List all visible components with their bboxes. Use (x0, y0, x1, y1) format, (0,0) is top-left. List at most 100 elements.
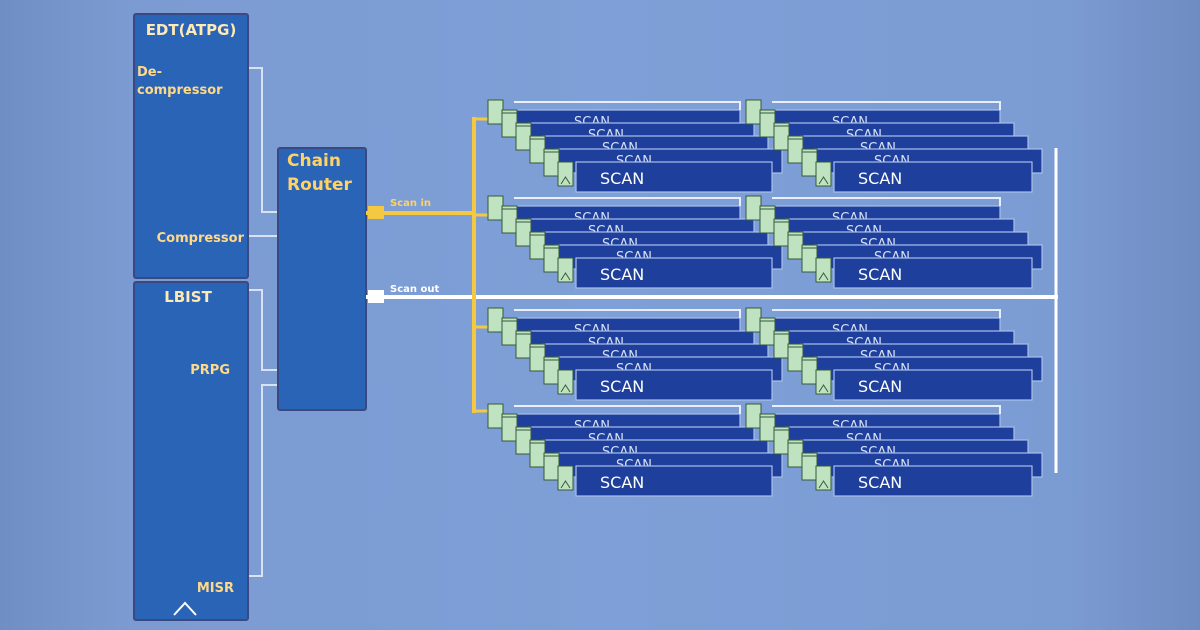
flip-flop-cell (487, 99, 504, 125)
clock-triangle-icon (560, 272, 571, 281)
flip-flop-cell (515, 429, 532, 455)
flip-flop-cell (529, 442, 546, 468)
edt-block: EDT(ATPG) De- compressor Compressor (133, 13, 249, 279)
scan-in-port (368, 206, 384, 219)
flip-flop-cell (801, 455, 818, 481)
clock-triangle-icon (818, 272, 829, 281)
flip-flop-cell (487, 307, 504, 333)
scan-group-link (514, 309, 741, 318)
scan-chain-label: SCAN (600, 169, 644, 188)
flip-flop-cell (557, 465, 574, 491)
scan-chain-label: SCAN (858, 265, 902, 284)
flip-flop-cell (787, 234, 804, 260)
compressor-label: Compressor (157, 231, 245, 246)
flip-flop-cell (543, 359, 560, 385)
scan-in-label: Scan in (390, 198, 431, 209)
scan-chain-bar (833, 369, 1033, 401)
scan-chain-bar (575, 465, 773, 497)
edt-title: EDT(ATPG) (146, 21, 237, 39)
scan-group-link (514, 405, 741, 414)
chain-router-label-line1: Chain (287, 151, 341, 171)
flip-flop-cell (787, 346, 804, 372)
flip-flop-cell (543, 455, 560, 481)
flip-flop-cell (815, 161, 832, 187)
flip-flop-cell (557, 257, 574, 283)
scan-chain-bar (833, 161, 1033, 193)
scan-out-bus: Scan out (366, 148, 1058, 473)
chain-router-box (277, 147, 367, 411)
flip-flop-cell (515, 333, 532, 359)
flip-flop-cell (759, 320, 776, 346)
flip-flop-cell (773, 333, 790, 359)
flip-flop-cell (501, 112, 518, 138)
flip-flop-cell (801, 247, 818, 273)
scan-chain-label: SCAN (858, 169, 902, 188)
misr-label: MISR (197, 581, 234, 596)
lbist-block-box (133, 281, 249, 621)
scan-group-link (514, 197, 741, 206)
flip-flop-cell (815, 257, 832, 283)
misr-connector (248, 384, 278, 577)
scan-chain-bar (575, 257, 773, 289)
prpg-label: PRPG (190, 363, 230, 378)
flip-flop-cell (529, 346, 546, 372)
scan-chain-bar (833, 465, 1033, 497)
decompressor-connector (248, 67, 278, 213)
flip-flop-cell (487, 195, 504, 221)
chain-router-block: Chain Router (277, 147, 367, 411)
flip-flop-cell (557, 161, 574, 187)
flip-flop-cell (801, 359, 818, 385)
scan-chain-bar (575, 161, 773, 193)
clock-triangle-icon (560, 480, 571, 489)
flip-flop-cell (815, 465, 832, 491)
chain-router-label-line2: Router (287, 175, 353, 195)
scan-chain-groups: SCANSCANSCANSCANSCANSCANSCANSCANSCANSCAN… (487, 99, 1043, 497)
scan-chain-label: SCAN (600, 377, 644, 396)
flip-flop-cell (745, 195, 762, 221)
scan-group-link (772, 197, 1001, 206)
flip-flop-cell (773, 429, 790, 455)
lbist-block: LBIST PRPG MISR (133, 281, 249, 621)
edt-block-box (133, 13, 249, 279)
lbist-title: LBIST (164, 288, 212, 306)
scan-group-4: SCANSCANSCANSCANSCANSCANSCANSCANSCANSCAN (487, 403, 1043, 497)
flip-flop-cell (745, 307, 762, 333)
flip-flop-cell (787, 442, 804, 468)
flip-flop-cell (501, 208, 518, 234)
scan-group-1: SCANSCANSCANSCANSCANSCANSCANSCANSCANSCAN (487, 99, 1043, 193)
flip-flop-cell (773, 221, 790, 247)
flip-flop-cell (515, 125, 532, 151)
scan-group-link (772, 309, 1001, 318)
scan-group-2: SCANSCANSCANSCANSCANSCANSCANSCANSCANSCAN (487, 195, 1043, 289)
flip-flop-cell (501, 416, 518, 442)
flip-flop-cell (487, 403, 504, 429)
flip-flop-cell (759, 208, 776, 234)
flip-flop-cell (745, 99, 762, 125)
flip-flop-cell (759, 416, 776, 442)
scan-chain-label: SCAN (858, 377, 902, 396)
flip-flop-cell (557, 369, 574, 395)
decompressor-label-line1: De- (137, 65, 162, 80)
scan-in-bus: Scan in (366, 117, 492, 413)
flip-flop-cell (759, 112, 776, 138)
flip-flop-cell (543, 151, 560, 177)
scan-chain-bar (833, 257, 1033, 289)
scan-out-port (368, 290, 384, 303)
clock-triangle-icon (818, 384, 829, 393)
flip-flop-cell (801, 151, 818, 177)
clock-triangle-icon (818, 176, 829, 185)
scan-chain-label: SCAN (600, 265, 644, 284)
flip-flop-cell (745, 403, 762, 429)
scan-chain-label: SCAN (858, 473, 902, 492)
controller-connectors (248, 67, 278, 577)
scan-chain-bar (575, 369, 773, 401)
flip-flop-cell (515, 221, 532, 247)
flip-flop-cell (529, 234, 546, 260)
clock-triangle-icon (818, 480, 829, 489)
clock-triangle-icon (560, 176, 571, 185)
flip-flop-cell (543, 247, 560, 273)
scan-group-link (772, 101, 1001, 110)
scan-group-3: SCANSCANSCANSCANSCANSCANSCANSCANSCANSCAN (487, 307, 1043, 401)
flip-flop-cell (773, 125, 790, 151)
